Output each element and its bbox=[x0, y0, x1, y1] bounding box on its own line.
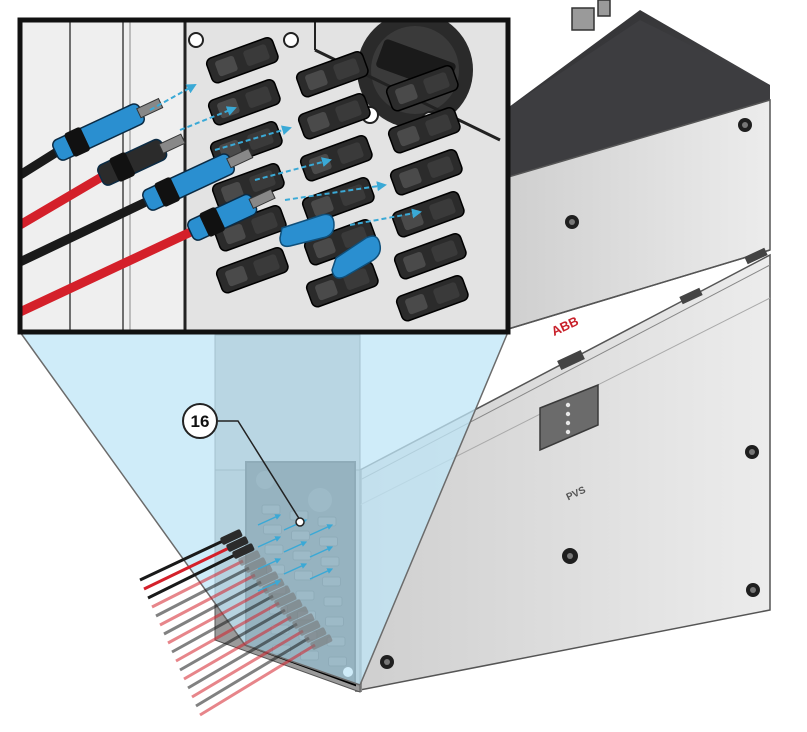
dc-cable bbox=[20, 195, 155, 267]
inset-plug bbox=[305, 260, 379, 308]
zoom-inset bbox=[17, 17, 511, 335]
mc4-connector bbox=[97, 133, 186, 186]
mc4-connector bbox=[280, 599, 303, 615]
inverter-top-lid-front bbox=[505, 20, 770, 178]
mc4-connector bbox=[142, 147, 254, 211]
circle-hole-icon bbox=[380, 655, 394, 669]
arrow-right-icon bbox=[257, 558, 282, 570]
insertion-arrows bbox=[257, 514, 334, 592]
protective-cap bbox=[331, 235, 382, 279]
arrow-right-icon bbox=[349, 208, 422, 226]
mc4-connector bbox=[52, 97, 164, 161]
circle-hole-icon bbox=[565, 215, 579, 229]
dc-cable bbox=[199, 643, 316, 717]
dc-cable bbox=[20, 145, 65, 180]
dc-cable bbox=[167, 587, 268, 645]
dc-cable bbox=[191, 629, 304, 699]
dc-cable bbox=[179, 608, 286, 672]
mc4-connector bbox=[268, 585, 291, 601]
hanging-bracket bbox=[597, 0, 611, 17]
arrow-right-icon bbox=[309, 568, 334, 580]
inset-plug bbox=[393, 232, 467, 280]
inset-plug bbox=[213, 204, 287, 252]
mc4-connector bbox=[244, 557, 267, 573]
circle-hole-icon bbox=[188, 32, 204, 48]
mc4-connector bbox=[286, 606, 309, 622]
mc4-connector bbox=[187, 188, 276, 241]
arrow-right-icon bbox=[257, 536, 282, 548]
callout-number: 16 bbox=[191, 412, 210, 431]
callout-16: 16 bbox=[182, 403, 305, 527]
mc4-connector bbox=[256, 571, 279, 587]
inset-plug bbox=[205, 36, 279, 84]
dc-string-cables bbox=[139, 529, 333, 717]
inset-cables bbox=[20, 97, 276, 317]
ac-disconnect-switch bbox=[357, 20, 473, 129]
inset-plug bbox=[295, 50, 369, 98]
zoom-inset-frame bbox=[17, 17, 511, 335]
arrow-right-icon bbox=[257, 580, 282, 592]
mc4-connector bbox=[226, 536, 249, 552]
dc-cable bbox=[175, 601, 280, 663]
arrow-right-icon bbox=[257, 514, 282, 526]
arrow-right-icon bbox=[309, 524, 334, 536]
circle-hole-icon bbox=[562, 548, 578, 564]
mc4-connector bbox=[274, 592, 297, 608]
circle-hole-icon bbox=[746, 583, 760, 597]
inset-plug bbox=[297, 92, 371, 140]
inset-insertion-arrows bbox=[149, 84, 422, 226]
circle-hole-icon bbox=[745, 445, 759, 459]
arrow-right-icon bbox=[149, 84, 197, 111]
dc-cable bbox=[195, 636, 310, 708]
dc-cable bbox=[20, 170, 110, 230]
inset-plug bbox=[387, 106, 461, 154]
inset-plug bbox=[299, 134, 373, 182]
arrow-right-icon bbox=[283, 541, 308, 553]
protective-cap bbox=[279, 213, 335, 248]
dc-cable bbox=[20, 225, 200, 317]
dc-cable bbox=[183, 615, 292, 681]
circle-hole-icon bbox=[283, 32, 299, 48]
panel-latch bbox=[679, 287, 703, 305]
dc-cable bbox=[159, 573, 256, 627]
inset-plug bbox=[303, 218, 377, 266]
arrow-right-icon bbox=[309, 546, 334, 558]
dc-cable bbox=[147, 552, 238, 600]
arrow-right-icon bbox=[283, 563, 308, 575]
arrow-right-icon bbox=[179, 106, 237, 131]
inset-plug bbox=[389, 148, 463, 196]
dc-cable bbox=[163, 580, 262, 636]
arrow-right-icon bbox=[254, 157, 332, 181]
inset-plug bbox=[395, 274, 469, 322]
mc4-connector bbox=[292, 613, 315, 629]
panel-latch bbox=[744, 247, 768, 265]
dc-cable bbox=[187, 622, 298, 690]
dc-cable bbox=[139, 538, 226, 582]
mc4-connector bbox=[298, 620, 321, 636]
mc4-connector bbox=[310, 634, 333, 650]
arrow-right-icon bbox=[214, 125, 292, 151]
circle-hole-icon bbox=[738, 118, 752, 132]
inset-plug bbox=[385, 64, 459, 112]
dc-cable bbox=[155, 566, 250, 618]
panel-latch bbox=[557, 349, 585, 371]
brand-logo: ABB bbox=[549, 313, 581, 339]
mc4-connector bbox=[304, 627, 327, 643]
mc4-connector bbox=[238, 550, 261, 566]
mc4-connector bbox=[250, 564, 273, 580]
inset-plug-grid bbox=[205, 36, 469, 322]
hanging-bracket bbox=[571, 7, 595, 31]
dc-cable bbox=[171, 594, 274, 654]
led-status-panel bbox=[539, 383, 599, 452]
dc-cable bbox=[143, 545, 232, 591]
dc-cable bbox=[151, 559, 244, 609]
mc4-connector bbox=[232, 543, 255, 559]
inset-plug bbox=[215, 246, 289, 294]
arrow-right-icon bbox=[284, 181, 387, 201]
mc4-connector bbox=[220, 529, 243, 545]
